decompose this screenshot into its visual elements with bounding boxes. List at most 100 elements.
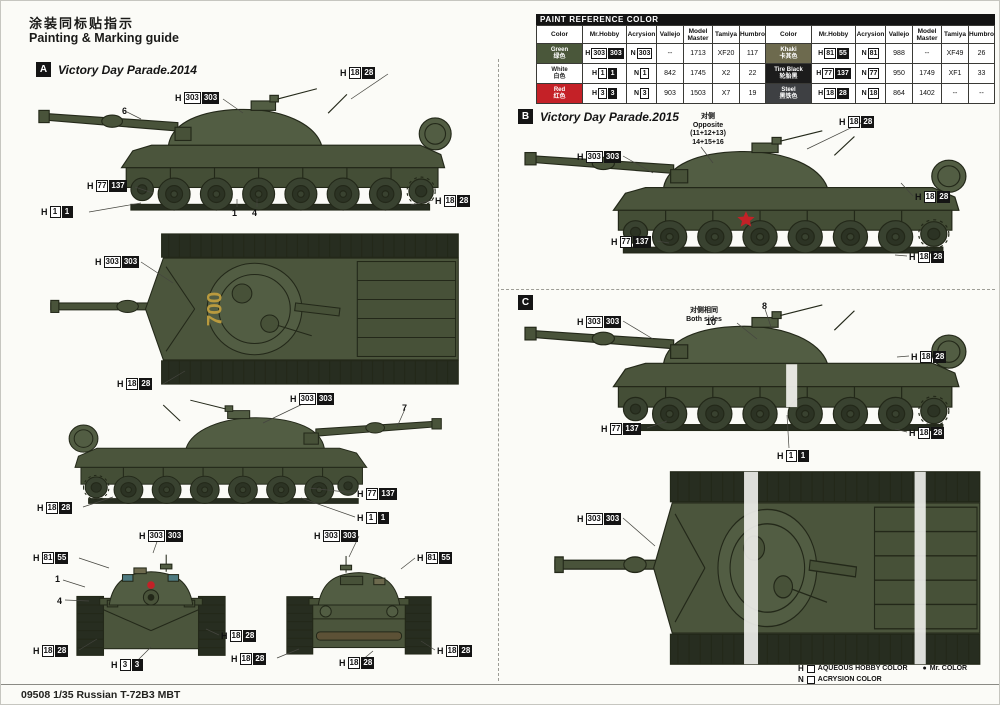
column-header: Humbrol: [968, 25, 995, 44]
mr-color-number: 28: [361, 657, 375, 669]
annotation-b_note: 对侧 Opposite (11+12+13) 14+15+16: [690, 113, 726, 146]
mr-color-number: 28: [55, 645, 69, 657]
callout-prefix: H: [139, 531, 146, 541]
aqueous-number: 81: [41, 552, 55, 564]
aqueous-number: 18: [229, 630, 243, 642]
tamiya-value: XF49: [941, 43, 969, 64]
model-master-value: 1749: [912, 63, 942, 84]
aqueous-box-icon: [806, 664, 815, 673]
callout-prefix: H: [37, 503, 44, 513]
part-number: 4: [57, 596, 63, 606]
page-title-english: Painting & Marking guide: [29, 31, 180, 45]
part-number: 8: [762, 301, 768, 311]
callout-prefix: H: [915, 192, 922, 202]
mr-color-number: 303: [603, 151, 622, 163]
callout-prefix: H: [435, 196, 442, 206]
aqueous-number: 81: [425, 552, 439, 564]
mr-color-number: 28: [931, 251, 945, 263]
aqueous-number: 77: [619, 236, 633, 248]
column-header: Acrysion: [626, 25, 657, 44]
mr-color-number: 28: [139, 378, 153, 390]
aqueous-number: 18: [239, 653, 253, 665]
page-title-chinese: 涂装同标贴指示: [29, 16, 135, 31]
section-title-b: Victory Day Parade.2015: [540, 110, 679, 124]
model-master-value: 1745: [683, 63, 713, 84]
vallejo-value: 842: [656, 63, 684, 84]
callout-prefix: H: [33, 553, 40, 563]
callout-prefix: H: [175, 93, 182, 103]
mr-color-number: 28: [861, 116, 875, 128]
mr-color-number: 1: [797, 450, 809, 462]
column-header: Humbrol: [739, 25, 766, 44]
mr-color-number: 28: [459, 645, 473, 657]
column-header: Acrysion: [855, 25, 886, 44]
paint-table-title: PAINT REFERENCE COLOR: [536, 14, 995, 25]
vallejo-value: 988: [885, 43, 913, 64]
callout-prefix: H: [340, 68, 347, 78]
vallejo-value: 903: [656, 83, 684, 104]
aqueous-number: 303: [322, 530, 340, 542]
part-number: 1: [55, 574, 61, 584]
mr-color-number: 303: [603, 316, 622, 328]
aqueous-number: 18: [847, 116, 861, 128]
callout-prefix: H: [95, 257, 102, 267]
aqueous-number: 77: [365, 488, 379, 500]
callout-prefix: H: [601, 424, 608, 434]
legend-aqueous-label: AQUEOUS HOBBY COLOR: [817, 665, 908, 672]
aqueous-number: 18: [348, 67, 362, 79]
callout-prefix: H: [577, 317, 584, 327]
mr-color-number: 28: [362, 67, 376, 79]
mr-color-dot-icon: ●: [922, 665, 927, 672]
callout-prefix: H: [33, 646, 40, 656]
aqueous-number: 303: [147, 530, 165, 542]
aqueous-number: 77: [609, 423, 623, 435]
mr-color-number: 28: [457, 195, 471, 207]
callout-prefix: H: [909, 252, 916, 262]
tank-a-top-view: 700: [49, 227, 469, 396]
mr-color-number: 55: [439, 552, 453, 564]
aqueous-number: 77: [95, 180, 109, 192]
section-label-b: B: [518, 109, 533, 124]
model-master-value: --: [912, 43, 942, 64]
tank-c-top-view: [553, 463, 991, 678]
column-header: Model Master: [912, 25, 942, 44]
humbrol-value: 26: [968, 43, 995, 64]
part-number: 7: [402, 403, 408, 413]
color-legend: H AQUEOUS HOBBY COLOR ● Mr. COLOR N ACRY…: [798, 664, 967, 686]
tank-a-rear-view: [285, 543, 433, 672]
legend-mr-label: Mr. COLOR: [929, 665, 968, 672]
mr-color-number: 28: [933, 351, 947, 363]
mr-color-number: 303: [165, 530, 184, 542]
aqueous-number: 18: [917, 251, 931, 263]
callout-prefix: H: [911, 352, 918, 362]
tamiya-value: XF20: [712, 43, 740, 64]
mr-color-number: 28: [931, 427, 945, 439]
callout-prefix: H: [577, 152, 584, 162]
mr-color-number: 303: [340, 530, 359, 542]
callout-prefix: H: [417, 553, 424, 563]
vallejo-value: 950: [885, 63, 913, 84]
